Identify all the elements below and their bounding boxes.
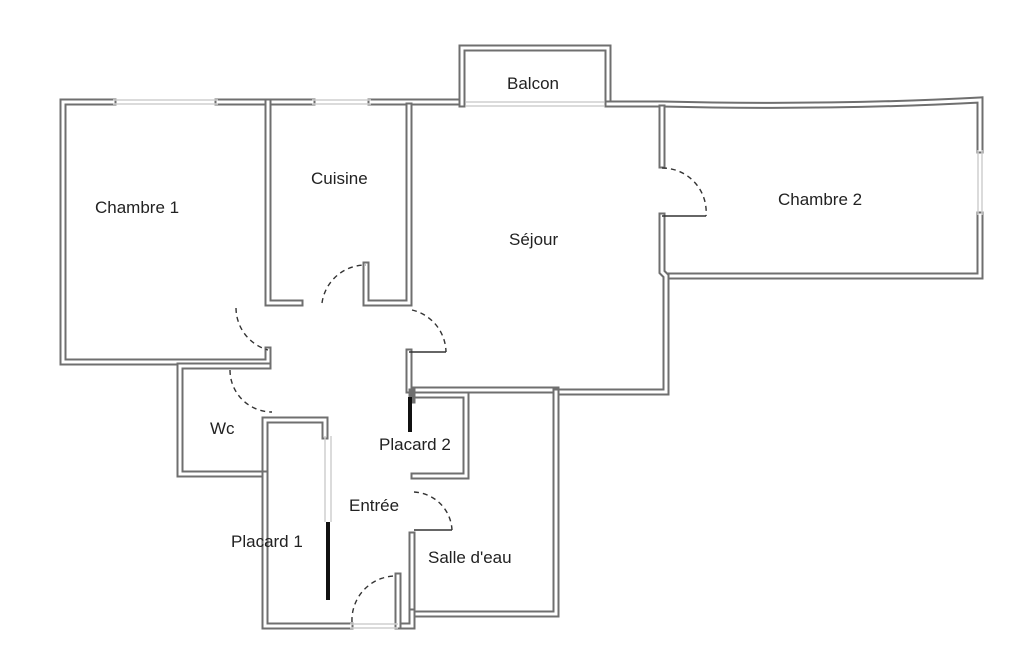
door-salle-eau <box>413 491 453 531</box>
label-entree: Entrée <box>349 496 399 515</box>
label-chambre1: Chambre 1 <box>95 198 179 217</box>
label-balcon: Balcon <box>507 74 559 93</box>
door-wc <box>229 369 273 413</box>
label-sejour: Séjour <box>509 230 558 249</box>
door-sejour <box>411 309 447 353</box>
doors <box>229 167 707 623</box>
label-cuisine: Cuisine <box>311 169 368 188</box>
label-wc: Wc <box>210 419 235 438</box>
door-entree <box>351 575 397 623</box>
label-placard2: Placard 2 <box>379 435 451 454</box>
room-labels: Chambre 1 Cuisine Balcon Séjour Chambre … <box>95 74 862 567</box>
door-chambre1 <box>235 307 269 351</box>
door-cuisine <box>321 264 367 304</box>
label-salle-eau: Salle d'eau <box>428 548 512 567</box>
walls <box>59 44 984 630</box>
label-placard1: Placard 1 <box>231 532 303 551</box>
label-chambre2: Chambre 2 <box>778 190 862 209</box>
door-chambre2 <box>661 167 707 217</box>
windows <box>113 99 983 629</box>
